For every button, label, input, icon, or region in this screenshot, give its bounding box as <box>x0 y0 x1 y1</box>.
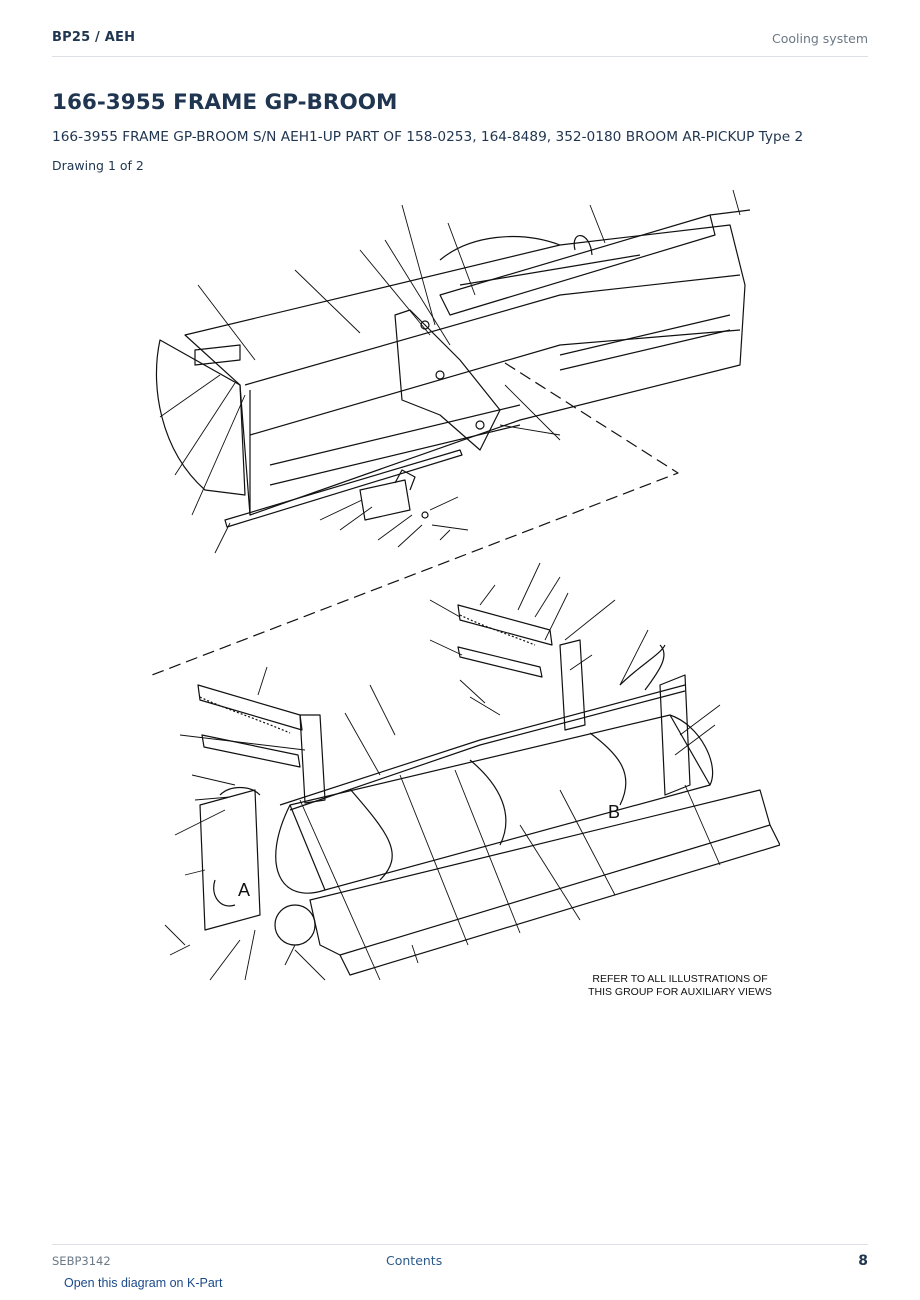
upper-leader-lines <box>159 189 741 554</box>
lower-leader-lines <box>164 562 721 981</box>
document-id: SEBP3142 <box>52 1254 111 1268</box>
open-kpart-link[interactable]: Open this diagram on K-Part <box>64 1276 223 1290</box>
view-label-b: B <box>608 802 620 822</box>
page-number: 8 <box>858 1253 868 1269</box>
drawing-number: Drawing 1 of 2 <box>52 158 144 173</box>
page-header: BP25 / AEH Cooling system <box>52 26 868 57</box>
aux-note-line-1: REFER TO ALL ILLUSTRATIONS OF <box>592 973 768 985</box>
aux-note-line-2: THIS GROUP FOR AUXILIARY VIEWS <box>588 986 772 998</box>
contents-link[interactable]: Contents <box>386 1253 443 1268</box>
auxiliary-views-note: REFER TO ALL ILLUSTRATIONS OF THIS GROUP… <box>560 973 800 999</box>
page-footer: SEBP3142 Contents 8 <box>52 1244 868 1275</box>
model-label: BP25 / AEH <box>52 30 136 45</box>
page-title: 166-3955 FRAME GP-BROOM <box>52 90 398 115</box>
section-label: Cooling system <box>772 31 868 46</box>
parts-diagram: A B <box>151 189 780 981</box>
page-subtitle: 166-3955 FRAME GP-BROOM S/N AEH1-UP PART… <box>52 129 804 145</box>
lower-broom-assembly <box>197 604 780 976</box>
upper-frame-assembly <box>155 209 751 528</box>
view-label-a: A <box>238 880 250 900</box>
